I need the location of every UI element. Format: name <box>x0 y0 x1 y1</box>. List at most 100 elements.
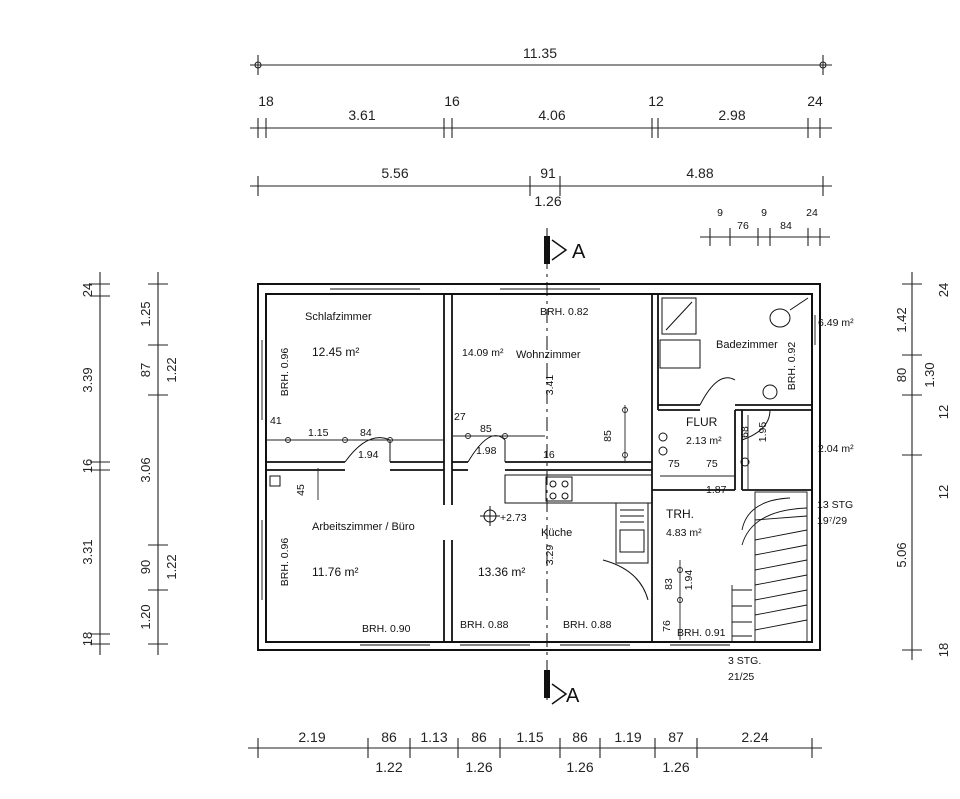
room-wohnzimmer-area: 14.09 m² <box>462 347 504 359</box>
room-arbeitszimmer-area: 11.76 m² <box>312 565 358 579</box>
dim-right-2: 80 <box>894 368 909 382</box>
dim-inner-85: 85 <box>480 423 492 435</box>
dim-left-inner-5: 1.22 <box>164 554 179 579</box>
dim-right-4: 12 <box>936 405 951 419</box>
dim-top-r2-4: 12 <box>648 93 664 109</box>
stairs-upper-ratio: 19⁷/29 <box>817 515 847 527</box>
room-kueche-brh2: BRH. 0.88 <box>563 619 612 631</box>
dim-inner-75b: 75 <box>706 458 718 470</box>
stairs-upper-count: 13 STG <box>817 499 853 511</box>
room-arbeitszimmer-brh2: BRH. 0.90 <box>362 623 411 635</box>
dim-bot-r2-3: 1.26 <box>662 759 689 775</box>
section-label-top: A <box>572 241 586 263</box>
dim-left-inner-0: 1.25 <box>138 301 153 326</box>
dim-inner-27: 27 <box>454 411 466 423</box>
room-schlafzimmer-area: 12.45 m² <box>312 345 359 359</box>
dim-right-0: 24 <box>936 283 951 297</box>
section-label-bottom: A <box>566 685 580 707</box>
dim-top-r2-6: 24 <box>807 93 823 109</box>
stairs-lower-ratio: 21/25 <box>728 671 754 683</box>
dim-bot-r1-7: 87 <box>668 729 684 745</box>
dim-bot-r1-6: 1.19 <box>614 729 641 745</box>
dim-right-7: 18 <box>936 643 951 657</box>
room-kueche-level: +2.73 <box>500 512 527 524</box>
dim-top-r2-3: 4.06 <box>538 107 565 123</box>
dim-right-6: 5.06 <box>894 542 909 567</box>
dim-bot-r2-1: 1.26 <box>465 759 492 775</box>
dim-right-1: 1.42 <box>894 307 909 332</box>
dim-left-outer-3: 3.31 <box>80 539 95 564</box>
stairs-lower-count: 3 STG. <box>728 655 761 667</box>
room-treppenhaus-name: TRH. <box>666 507 694 521</box>
dim-top-r4-1: 76 <box>737 220 749 232</box>
dim-top-r2-0: 18 <box>258 93 274 109</box>
dim-left-inner-3: 3.06 <box>138 457 153 482</box>
dim-inner-198: 1.98 <box>476 445 497 457</box>
dim-bot-r1-8: 2.24 <box>741 729 768 745</box>
dim-top-r3-mid-a: 91 <box>540 165 556 181</box>
dim-left-inner-2: 1.22 <box>164 357 179 382</box>
room-kueche-name: Küche <box>541 527 572 539</box>
dim-top-r4-4: 24 <box>806 207 818 219</box>
dim-left-outer-1: 3.39 <box>80 367 95 392</box>
room-wc-area: 2.04 m² <box>818 443 854 455</box>
dim-bot-r1-5: 86 <box>572 729 588 745</box>
room-treppenhaus-brh: BRH. 0.91 <box>677 627 726 639</box>
dim-inner-115: 1.15 <box>308 427 329 439</box>
dim-bot-r1-0: 2.19 <box>298 729 325 745</box>
dim-bot-r2-0: 1.22 <box>375 759 402 775</box>
dim-top-r3-right: 4.88 <box>686 165 713 181</box>
room-wohnzimmer-brh: BRH. 0.82 <box>540 306 589 318</box>
room-arbeitszimmer-name: Arbeitszimmer / Büro <box>312 521 415 533</box>
dim-inner-75a: 75 <box>668 458 680 470</box>
dim-right-5: 12 <box>936 485 951 499</box>
room-schlafzimmer-name: Schlafzimmer <box>305 311 372 323</box>
room-treppenhaus-area: 4.83 m² <box>666 527 702 539</box>
room-flur-name: FLUR <box>686 415 718 429</box>
dim-inner-194: 1.94 <box>358 449 379 461</box>
room-flur-area: 2.13 m² <box>686 435 722 447</box>
dim-inner-194b: 1.94 <box>683 570 695 591</box>
dim-inner-41: 41 <box>270 415 282 427</box>
dim-left-outer-4: 18 <box>80 632 95 646</box>
dim-right-3: 1.30 <box>922 362 937 387</box>
dim-top-r4-3: 84 <box>780 220 792 232</box>
dim-bot-r1-2: 1.13 <box>420 729 447 745</box>
dim-overall-width: 11.35 <box>523 45 557 61</box>
dim-inner-85b: 85 <box>602 430 614 442</box>
dim-inner-68: 68 <box>739 426 751 438</box>
room-kueche-brh1: BRH. 0.88 <box>460 619 509 631</box>
room-wohnzimmer-name: Wohnzimmer <box>516 349 581 361</box>
dim-left-inner-1: 87 <box>138 363 153 377</box>
dim-bot-r2-2: 1.26 <box>566 759 593 775</box>
room-arbeitszimmer-brh1: BRH. 0.96 <box>279 538 291 587</box>
dim-bot-r1-1: 86 <box>381 729 397 745</box>
dim-inner-84: 84 <box>360 427 372 439</box>
room-wohnzimmer-depth: 3.41 <box>544 375 556 396</box>
dim-top-r4-2: 9 <box>761 207 767 219</box>
dim-bot-r1-3: 86 <box>471 729 487 745</box>
dim-left-inner-6: 1.20 <box>138 604 153 629</box>
dim-inner-195: 1.95 <box>757 422 769 443</box>
dim-bot-r1-4: 1.15 <box>516 729 543 745</box>
dim-inner-45: 45 <box>295 484 307 496</box>
dim-inner-16: 16 <box>543 449 555 461</box>
dim-inner-83: 83 <box>663 578 675 590</box>
dim-top-r3-left: 5.56 <box>381 165 408 181</box>
room-badezimmer-name: Badezimmer <box>716 339 778 351</box>
dim-inner-76: 76 <box>661 620 673 632</box>
dim-left-outer-2: 16 <box>80 459 95 473</box>
dim-top-r2-2: 16 <box>444 93 460 109</box>
dim-left-inner-4: 90 <box>138 560 153 574</box>
dim-top-r3-mid-b: 1.26 <box>534 193 561 209</box>
dim-top-r4-0: 9 <box>717 207 723 219</box>
room-kueche-area: 13.36 m² <box>478 565 525 579</box>
dim-left-outer-0: 24 <box>80 283 95 297</box>
room-badezimmer-area: 6.49 m² <box>818 317 854 329</box>
room-badezimmer-brh: BRH. 0.92 <box>786 342 798 391</box>
dim-top-r2-1: 3.61 <box>348 107 375 123</box>
dim-top-r2-5: 2.98 <box>718 107 745 123</box>
room-schlafzimmer-brh: BRH. 0.96 <box>279 348 291 397</box>
dim-inner-187: 1.87 <box>706 484 727 496</box>
